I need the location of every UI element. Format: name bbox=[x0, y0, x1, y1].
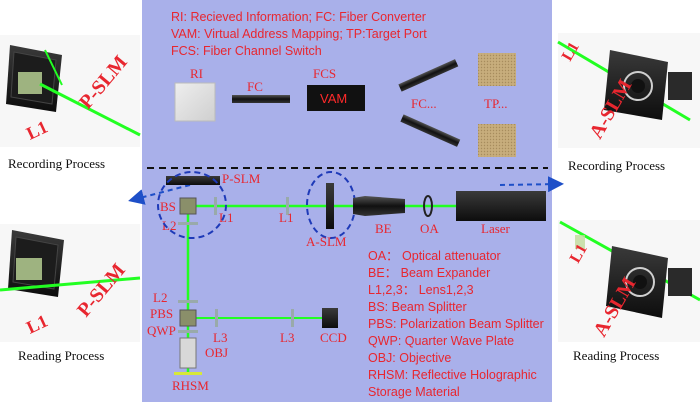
beam-expander bbox=[353, 196, 405, 216]
legend-top: RI: Recieved Information; FC: Fiber Conv… bbox=[171, 10, 427, 58]
pbs-label: PBS bbox=[150, 306, 173, 321]
render-left-top: P-SLM L1 bbox=[0, 35, 141, 147]
render-left-bottom: P-SLM L1 bbox=[0, 224, 141, 342]
arrow-right bbox=[499, 176, 564, 193]
legend-bottom: OA： Optical attenuator BE： Beam Expander… bbox=[368, 249, 544, 399]
legend-bottom-line-5: PBS: Polarization Beam Splitter bbox=[368, 317, 544, 331]
ccd-label: CCD bbox=[320, 330, 347, 345]
l3-right-label: L3 bbox=[280, 330, 294, 345]
render-right-top: L1 A-SLM bbox=[557, 33, 700, 148]
qwp-label: QWP bbox=[147, 323, 176, 338]
l2-bottom-lens bbox=[178, 300, 198, 303]
bs-label: BS bbox=[160, 199, 176, 214]
network-diagram: RI FC FCS VAM FC... TP... bbox=[174, 53, 516, 157]
laser-label: Laser bbox=[481, 221, 511, 236]
fiber-lower bbox=[400, 114, 461, 147]
l3-right-lens bbox=[291, 309, 294, 327]
legend-bottom-line-8: RHSM: Reflective Holographic bbox=[368, 368, 537, 382]
pbs-cube bbox=[179, 309, 197, 327]
l2-top-label: L2 bbox=[162, 218, 176, 233]
bs-cube bbox=[179, 197, 197, 215]
ri-label: RI bbox=[190, 66, 203, 81]
p-slm-device bbox=[166, 176, 220, 185]
legend-top-line-2: VAM: Virtual Address Mapping; TP:Target … bbox=[171, 27, 427, 41]
l2-bottom-label: L2 bbox=[153, 290, 167, 305]
l1-right-lens bbox=[286, 197, 289, 215]
p-slm-label: P-SLM bbox=[222, 171, 261, 186]
legend-bottom-line-6: QWP: Quarter Wave Plate bbox=[368, 334, 514, 348]
caption-right-top: Recording Process bbox=[568, 158, 665, 173]
legend-bottom-line-1: OA： Optical attenuator bbox=[368, 249, 501, 263]
oa-label: OA bbox=[420, 221, 439, 236]
l1-right-label: L1 bbox=[279, 210, 293, 225]
legend-bottom-line-7: OBJ: Objective bbox=[368, 351, 451, 365]
l1-left-label: L1 bbox=[219, 210, 233, 225]
fc-more-label: FC... bbox=[411, 96, 437, 111]
ri-tile bbox=[174, 82, 216, 122]
legend-top-line-1: RI: Recieved Information; FC: Fiber Conv… bbox=[171, 10, 426, 24]
storage-material bbox=[174, 372, 202, 375]
vam-box bbox=[307, 85, 365, 111]
l3-left-lens bbox=[215, 309, 218, 327]
ccd-camera bbox=[322, 308, 338, 328]
legend-bottom-line-9: Storage Material bbox=[368, 385, 460, 399]
legend-bottom-line-4: BS: Beam Splitter bbox=[368, 300, 467, 314]
fc-label: FC bbox=[247, 79, 263, 94]
obj-label: OBJ bbox=[205, 345, 228, 360]
l1-left-lens bbox=[214, 197, 217, 215]
caption-right-bottom: Reading Process bbox=[573, 348, 659, 363]
vam-label: VAM bbox=[320, 91, 347, 106]
a-slm-device bbox=[326, 183, 334, 229]
tp-tile-top bbox=[478, 53, 516, 86]
laser-body bbox=[456, 191, 546, 221]
tp-tile-bottom bbox=[478, 124, 516, 157]
fcs-label: FCS bbox=[313, 66, 336, 81]
be-label: BE bbox=[375, 221, 392, 236]
fiber-upper bbox=[398, 59, 459, 92]
fc-fiber bbox=[232, 95, 290, 103]
l2-top-lens bbox=[178, 222, 198, 225]
rhsm-label: RHSM bbox=[172, 378, 209, 393]
l3-left-label: L3 bbox=[213, 330, 227, 345]
tp-more-label: TP... bbox=[484, 96, 507, 111]
objective-lens bbox=[179, 337, 197, 369]
legend-bottom-line-3: L1,2,3： Lens1,2,3 bbox=[368, 283, 474, 297]
p-slm-zoom-circle bbox=[157, 171, 227, 239]
a-slm-label: A-SLM bbox=[306, 234, 347, 249]
attenuator bbox=[423, 195, 433, 217]
caption-left-bottom: Reading Process bbox=[18, 348, 104, 363]
arrow-left bbox=[128, 184, 191, 205]
caption-left-top: Recording Process bbox=[8, 156, 105, 171]
qwp-plate bbox=[178, 330, 198, 333]
legend-bottom-line-2: BE： Beam Expander bbox=[368, 266, 490, 280]
legend-top-line-3: FCS: Fiber Channel Switch bbox=[171, 44, 322, 58]
render-right-bottom: L1 A-SLM bbox=[558, 220, 700, 342]
